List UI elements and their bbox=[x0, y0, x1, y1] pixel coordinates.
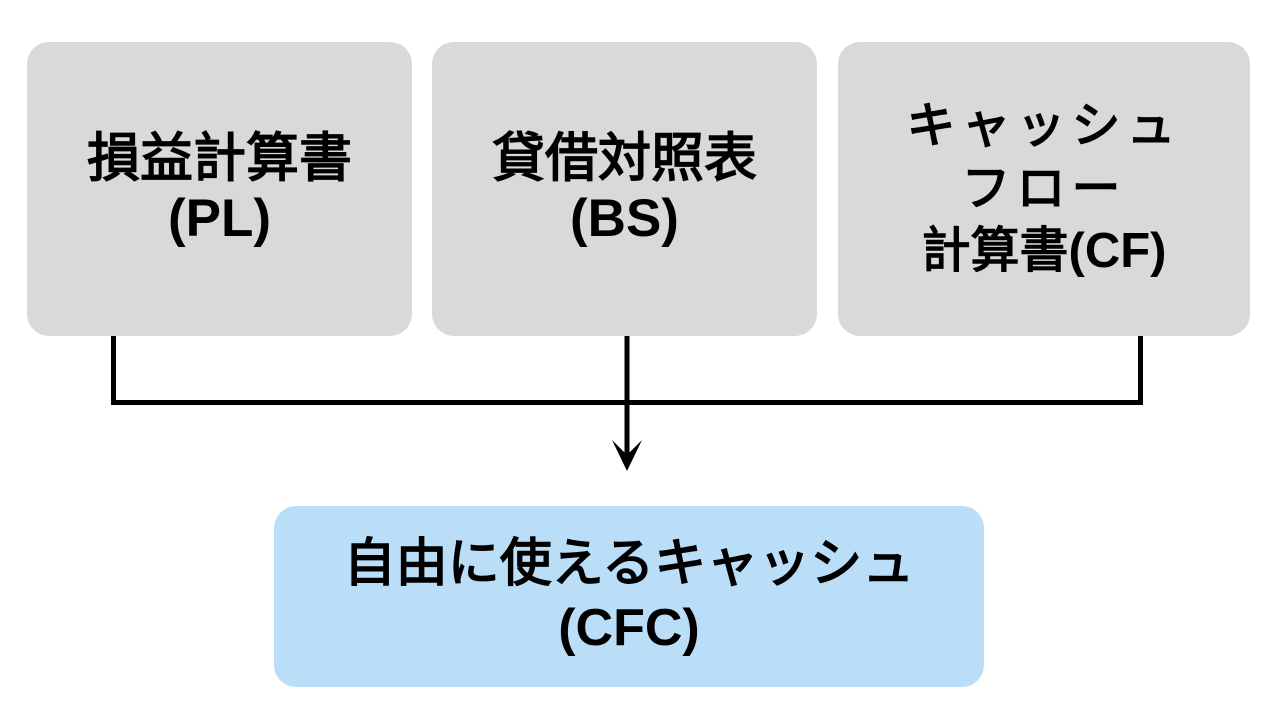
node-pl-line-2: (PL) bbox=[167, 189, 272, 248]
node-cfc-line-1: 自由に使えるキャッシュ bbox=[343, 535, 915, 594]
node-balance-sheet[interactable]: 貸借対照表 (BS) bbox=[432, 42, 817, 336]
node-cfc-line-2: (CFC) bbox=[558, 598, 700, 657]
node-cf-line-3: 計算書(CF) bbox=[921, 224, 1167, 279]
node-bs-line-2: (BS) bbox=[570, 189, 679, 248]
node-profit-and-loss-statement[interactable]: 損益計算書 (PL) bbox=[27, 42, 412, 336]
node-cf-line-2: フロー bbox=[961, 161, 1127, 216]
node-pl-line-1: 損益計算書 bbox=[87, 128, 352, 188]
node-cash-flow-statement[interactable]: キャッシュ フロー 計算書(CF) bbox=[838, 42, 1250, 336]
node-free-cash-cfc[interactable]: 自由に使えるキャッシュ (CFC) bbox=[274, 506, 984, 687]
node-bs-line-1: 貸借対照表 bbox=[492, 128, 757, 188]
node-cf-line-1: キャッシュ bbox=[906, 98, 1182, 153]
connector-arrowhead-icon bbox=[612, 440, 642, 471]
